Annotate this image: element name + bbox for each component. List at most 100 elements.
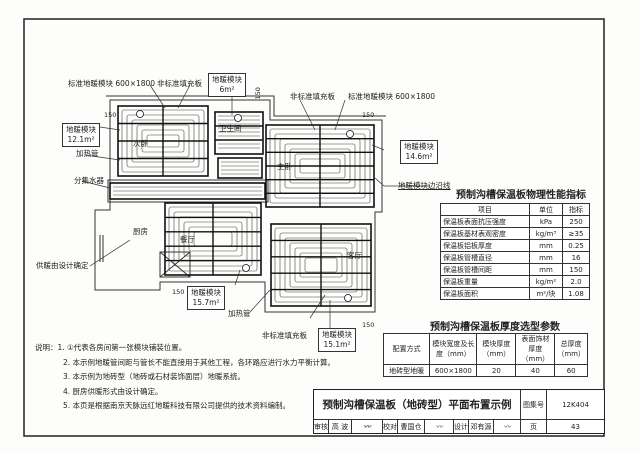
table-cell: 600×1800 [429,364,478,377]
first-module-mark [136,110,144,118]
table-cell: 保温板基材表观密度 [440,227,530,240]
table-cell: 地砖型地暖 [382,364,431,377]
table-cell: 保温板铝板厚度 [440,239,530,252]
table-header-row: 配置方式 模块宽度及长度（mm） 模块厚度（mm） 表面饰材厚度（mm） 总厚度… [382,333,588,365]
header-cell: 单位 [528,203,564,216]
room-bathroom: 卫生间 [219,124,242,133]
designer-name: 邓有源 [469,420,494,433]
checker-name: 曹国仓 [398,420,425,433]
first-module-mark [242,264,250,272]
module-area: 15.1m² [323,340,351,349]
module-title: 地暖模块 [404,142,434,151]
label-heating-pipe: 加热管 [76,149,99,158]
header-cell: 指标 [562,203,590,216]
dimension-150: 150 [172,288,185,296]
table-row: 地砖型地暖 600×1800 20 40 60 [382,364,588,377]
table-cell: 60 [554,364,588,377]
label-module-edge-line: 地暖模块边沿线 [398,181,451,190]
header-cell: 总厚度（mm） [554,333,588,365]
thickness-selection-table: 配置方式 模块宽度及长度（mm） 模块厚度（mm） 表面饰材厚度（mm） 总厚度… [382,333,588,377]
table-cell: kg/m³ [528,227,564,240]
room-kitchen: 厨房 [133,227,148,236]
table-header-row: 项目 单位 指标 [440,203,590,216]
leader-lines [81,84,430,332]
note-item: 4. 厨房供暖形式由设计确定。 [63,386,163,396]
dimension-150: 150 [104,111,117,119]
table-cell: 保温板管槽直径 [440,251,530,264]
note-item: 5. 本页是根据南京天脉远红地暖科技有限公司提供的技术资料编制。 [63,401,291,410]
room-master-bedroom: 主卧 [277,162,292,171]
table-cell: mm [528,239,564,252]
table-cell: kg/m² [528,275,564,288]
dimension-150: 150 [362,321,375,329]
sheet-border [23,18,605,437]
table-cell: 保温板重量 [440,275,530,288]
table-cell: m²/块 [528,287,564,300]
label-manifold: 分集水器 [74,176,104,185]
module-outline [217,157,263,179]
review-label: 审核 [314,420,329,433]
table-cell: 20 [476,364,517,377]
room-living: 客厅 [347,251,362,260]
page-number: 43 [571,422,580,431]
note-item: 3. 本示例为地砖型（地砖或石材装饰面层）地暖系统。 [63,372,246,381]
table-cell: 保温板管槽间距 [440,263,530,276]
module-title: 地暖模块 [191,288,221,297]
note-item: 2. 本示例地暖管间距与管长不能直接用于其他工程，各环路应进行水力平衡计算。 [63,357,336,367]
check-label: 校对 [383,420,398,433]
header-cell: 模块宽度及长度（mm） [429,333,478,365]
module-area: 14.6m² [405,152,433,161]
dimension-150: 150 [362,111,375,119]
first-module-mark [344,294,352,302]
notes: 说明：1. ①代表各房间第一张模块铺装位置。 2. 本示例地暖管间距与管长不能直… [35,341,335,414]
table-cell: 0.25 [562,239,590,252]
table-cell: 2.0 [562,275,590,288]
walls [94,95,386,313]
table-cell: 16 [562,251,590,264]
label-standard-module: 标准地暖模块 600×1800 [348,92,436,101]
header-cell: 表面饰材厚度（mm） [515,333,556,365]
module-title: 地暖模块 [66,125,96,134]
designer-signature: 〰 [494,420,521,433]
label-heating-pipe: 加热管 [228,309,251,318]
module-area: 12.1m² [67,135,95,144]
page-label: 页 [521,420,547,433]
atlas-number: 12K404 [547,390,604,420]
atlas-label: 图集号 [521,390,547,420]
label-nonstandard-fill: 非标准填充板 [290,92,335,101]
notes-prefix: 说明： [35,343,58,352]
table-cell: 40 [515,364,556,377]
module-area: 15.7m² [192,298,220,307]
header-cell: 项目 [440,203,530,216]
reviewer-signature: 〰 [352,420,383,433]
label-kitchen-heating: 供暖由设计确定 [36,261,89,270]
label-nonstandard-fill: 非标准填充板 [157,79,202,88]
table-cell: mm [528,251,564,264]
module-outline [214,111,264,155]
module-title: 地暖模块 [322,330,352,339]
table-cell: kPa [528,215,564,228]
table-cell: 250 [562,215,590,228]
table1-title: 预制沟槽保温板物理性能指标 [456,190,586,201]
header-cell: 模块厚度（mm） [476,333,517,365]
table-cell: 保温板表面抗压强度 [440,215,530,228]
table-cell: 保温板面积 [440,287,530,300]
reviewer-name: 高 波 [329,420,352,433]
first-module-mark [346,130,354,138]
label-standard-module: 标准地暖模块 600×1800 [68,79,156,88]
table-cell: ≥35 [562,227,590,240]
